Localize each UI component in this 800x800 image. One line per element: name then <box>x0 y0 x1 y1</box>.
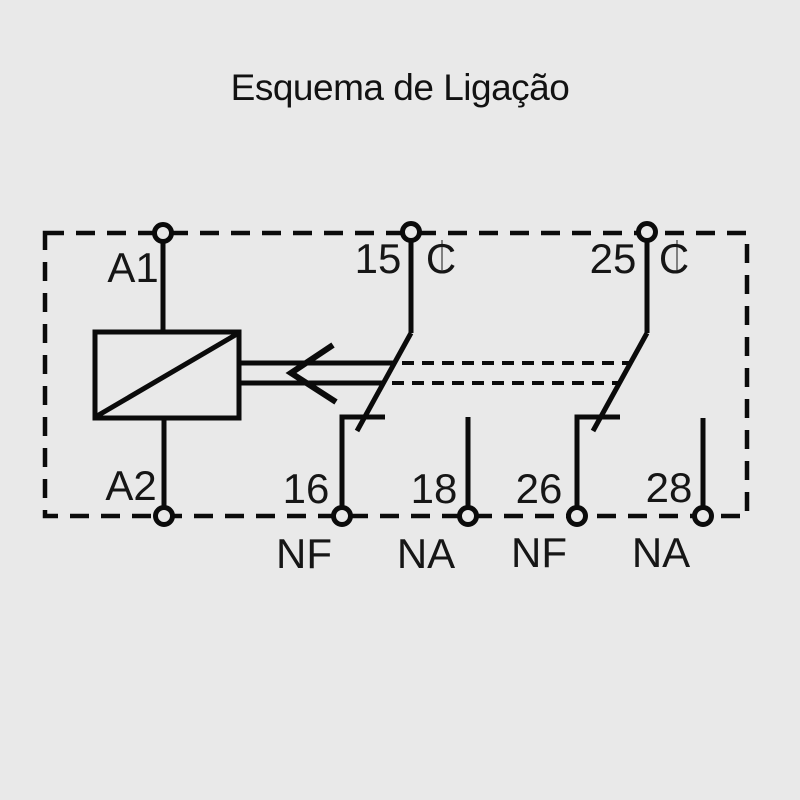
terminal-circle-16 <box>331 505 353 527</box>
label-a1: A1 <box>107 244 158 291</box>
label-terminal-28: 28 <box>646 464 693 511</box>
label-common-c2: C <box>659 235 689 282</box>
label-terminal-16: 16 <box>283 465 330 512</box>
terminal-circle-26 <box>566 505 588 527</box>
label-na2: NA <box>632 529 690 576</box>
terminal-circle-18 <box>457 505 479 527</box>
terminal-circle-28 <box>692 505 714 527</box>
label-terminal-25: 25 <box>590 235 637 282</box>
switch2-nc-contact-26 <box>574 414 620 516</box>
label-common-c1: C <box>426 235 456 282</box>
label-terminal-18: 18 <box>411 465 458 512</box>
label-terminal-15: 15 <box>355 235 402 282</box>
label-nf2: NF <box>511 529 567 576</box>
switch1-nc-contact-16 <box>339 414 385 516</box>
terminal-circle-25 <box>636 221 658 243</box>
actuator-left-arrow-icon <box>285 342 338 405</box>
terminal-circle-a1 <box>152 222 174 244</box>
dashed-enclosure <box>42 230 750 519</box>
terminal-circle-15 <box>400 221 422 243</box>
coil-box <box>92 329 242 421</box>
page-title: Esquema de Ligação <box>231 67 570 108</box>
label-terminal-26: 26 <box>516 465 563 512</box>
label-na1: NA <box>397 530 455 577</box>
label-nf1: NF <box>276 530 332 577</box>
label-a2: A2 <box>105 462 156 509</box>
terminal-circle-a2 <box>153 505 175 527</box>
coil-diagonal <box>95 331 239 419</box>
